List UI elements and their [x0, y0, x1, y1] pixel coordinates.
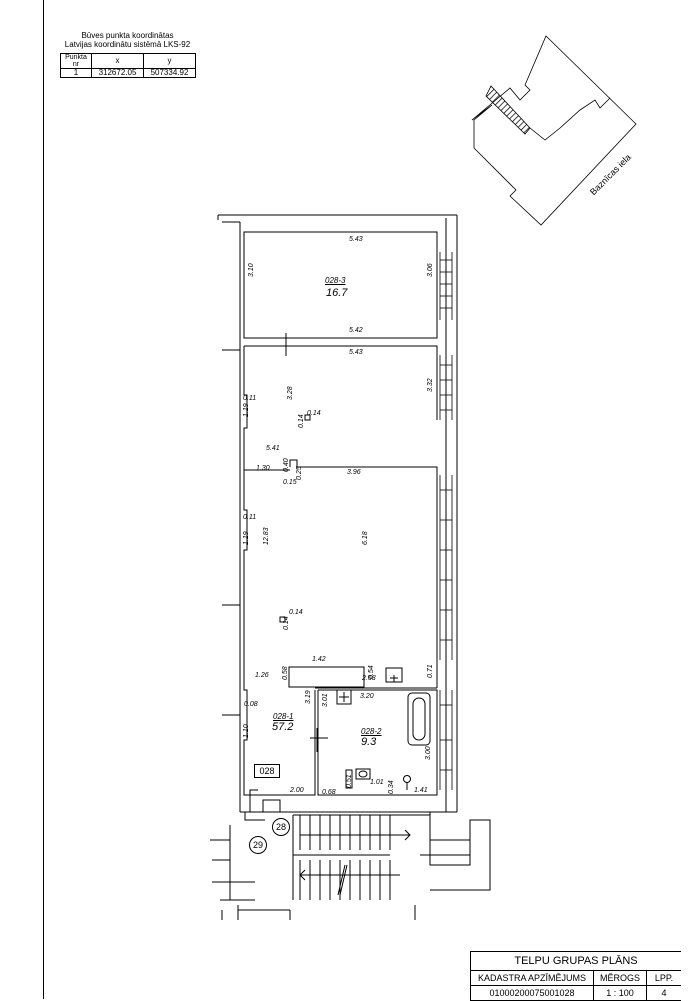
- title-block: TELPU GRUPAS PLĀNS KADASTRA APZĪMĒJUMS M…: [470, 951, 681, 1001]
- dim-040: 0.40: [283, 458, 290, 472]
- dim-130: 1.30: [256, 465, 270, 472]
- dim-328: 3.28: [287, 386, 294, 400]
- dim-200: 2.00: [290, 787, 304, 794]
- room-028-2-walls: [317, 689, 438, 796]
- room-028-3-walls: [243, 231, 438, 356]
- coordinates-title-line1: Būves punkta koordinātas: [81, 31, 174, 40]
- dim-011a: 0.11: [243, 395, 257, 402]
- title-block-title: TELPU GRUPAS PLĀNS: [471, 952, 681, 971]
- dim-008: 0.08: [244, 701, 258, 708]
- dim-058: 0.58: [282, 666, 289, 680]
- windows: [439, 252, 453, 790]
- dim-306: 3.06: [427, 263, 434, 277]
- stairwell: [210, 789, 491, 920]
- scale-header: MĒROGS: [594, 971, 647, 985]
- title-block-header-row: KADASTRA APZĪMĒJUMS MĒROGS LPP.: [471, 971, 681, 986]
- dim-101: 1.01: [370, 779, 384, 786]
- dim-332: 3.32: [427, 378, 434, 392]
- room-028-1-walls: [243, 345, 438, 796]
- dim-543a: 5.43: [349, 236, 363, 243]
- dim-141: 1.41: [414, 787, 428, 794]
- dim-618: 6.18: [362, 531, 369, 545]
- room-028-1-area: 57.2: [272, 721, 294, 733]
- scale-value: 1 : 100: [594, 986, 647, 1000]
- dim-301: 3.01: [322, 693, 329, 707]
- page-frame-line: [43, 0, 44, 999]
- dim-142: 1.42: [312, 656, 326, 663]
- dim-310: 3.10: [248, 263, 255, 277]
- dim-119a: 1.19: [243, 403, 250, 417]
- coordinates-title: Būves punkta koordinātas Latvijas koordi…: [60, 31, 195, 49]
- dim-542: 5.42: [349, 327, 363, 334]
- coordinates-table: Punkta nr x y 1 312672.05 507334.92: [60, 53, 196, 78]
- dim-051: 0.51: [346, 774, 353, 788]
- room-028-2-code: 028-2: [361, 727, 382, 736]
- dim-541: 5.41: [266, 445, 280, 452]
- dim-396: 3.96: [347, 469, 361, 476]
- marker-29: 29: [249, 836, 267, 854]
- room-028-1-code: 028-1: [273, 712, 294, 721]
- cadastre-value: 01000200075001028: [471, 986, 594, 1000]
- dim-320: 3.20: [360, 693, 374, 700]
- dim-319: 3.19: [305, 690, 312, 704]
- room-028-3-area: 16.7: [326, 287, 348, 299]
- coordinates-row: 1 312672.05 507334.92: [60, 68, 196, 78]
- room-028-2-area: 9.3: [361, 736, 377, 748]
- dim-268: 2.68: [362, 675, 376, 682]
- dim-015: 0.15: [283, 479, 297, 486]
- room-028-3-code: 028-3: [325, 276, 346, 285]
- cell-y: 507334.92: [143, 68, 196, 78]
- dim-1283: 12.83: [263, 527, 270, 545]
- dim-119b: 1.19: [243, 531, 250, 545]
- group-label-box: 028: [254, 764, 280, 778]
- page-value: 4: [661, 988, 667, 998]
- marker-28: 28: [272, 818, 290, 836]
- coordinates-title-line2: Latvijas koordinātu sistēmā LKS-92: [64, 40, 191, 49]
- bathtub: [407, 692, 431, 746]
- dim-071: 0.71: [427, 664, 434, 678]
- cadastre-header: KADASTRA APZĪMĒJUMS: [471, 971, 594, 985]
- page-header: LPP.: [654, 973, 674, 983]
- dim-014d: 0.14: [283, 616, 290, 630]
- dim-300: 3.00: [425, 746, 432, 760]
- dim-543b: 5.43: [349, 349, 363, 356]
- dim-011b: 0.11: [243, 514, 257, 521]
- site-location-sketch: [471, 35, 637, 226]
- dim-110: 1.10: [243, 724, 250, 738]
- outer-walls: [217, 214, 458, 813]
- dim-014a: 0.14: [307, 410, 321, 417]
- dim-014b: 0.14: [298, 414, 305, 428]
- dim-034: 0.34: [388, 780, 395, 794]
- hatched-building: [485, 85, 531, 135]
- dim-126: 1.26: [255, 672, 269, 679]
- dim-025: 0.25: [296, 466, 303, 480]
- dim-068: 0.68: [322, 789, 336, 796]
- dim-014c: 0.14: [289, 609, 303, 616]
